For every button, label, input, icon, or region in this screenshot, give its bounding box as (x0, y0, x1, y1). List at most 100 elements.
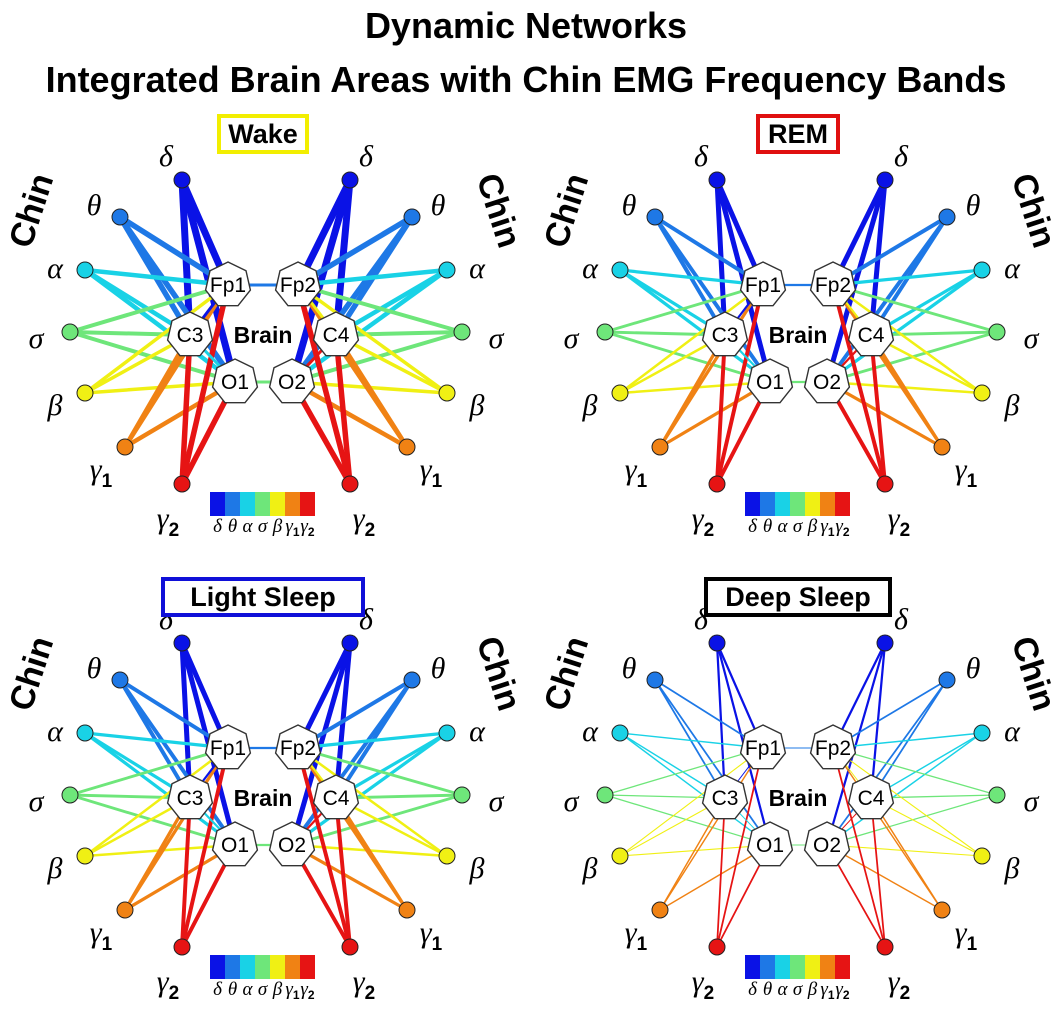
link-right-band-0-o2 (824, 177, 888, 385)
link-right-band-0-o2 (289, 640, 353, 848)
brain-node-fp2 (809, 724, 857, 770)
band-label-right-2: α (1004, 252, 1021, 285)
color-bar-label-1: θ (228, 516, 237, 537)
chin-node-right-band-3 (988, 786, 1006, 804)
band-label-left-0: δ (159, 140, 174, 173)
band-label-left-4: β (47, 389, 63, 422)
figure-title-line-2: Integrated Brain Areas with Chin EMG Fre… (46, 59, 1007, 100)
chin-label-left: Chin (2, 632, 61, 716)
brain-node-label-o2: O2 (813, 371, 841, 394)
link-right-band-3-fp2 (296, 746, 464, 797)
color-bar-label-6: γ2 (300, 516, 315, 539)
link-left-band-6-c3 (716, 797, 726, 948)
color-bar-label-5: γ1 (820, 516, 835, 539)
link-left-band-2-fp1 (83, 731, 230, 750)
color-bar-label-5: γ1 (285, 979, 300, 1002)
link-left-band-3-fp1 (603, 283, 765, 334)
brain-label: Brain (234, 322, 293, 348)
brain-node-label-c4: C4 (858, 324, 885, 347)
color-bar-swatch-3 (790, 955, 805, 979)
band-label-right-0: δ (894, 603, 909, 636)
color-bar-label-6: γ2 (300, 979, 315, 1002)
band-label-left-1: θ (622, 189, 637, 222)
link-right-band-2-fp2 (296, 731, 449, 750)
color-bar-swatch-4 (805, 492, 820, 516)
chin-node-left-band-4 (611, 384, 629, 402)
brain-node-c4 (847, 311, 895, 357)
brain-node-fp1 (739, 261, 787, 307)
chin-node-left-band-2 (611, 724, 629, 742)
link-left-band-5-fp1 (659, 747, 764, 911)
color-bar-swatch-5 (820, 492, 835, 516)
color-bar-swatch-5 (820, 955, 835, 979)
link-right-band-2-fp2 (831, 268, 984, 287)
band-label-right-5: γ1 (420, 916, 443, 955)
band-label-left-2: α (582, 252, 599, 285)
color-bar-swatch-1 (225, 955, 240, 979)
band-label-left-2: α (47, 252, 64, 285)
band-label-right-1: θ (431, 189, 446, 222)
brain-node-label-o1: O1 (756, 371, 784, 394)
color-bar-swatch-6 (835, 955, 850, 979)
chin-node-right-band-2 (973, 724, 991, 742)
band-label-right-4: β (469, 389, 485, 422)
band-label-left-4: β (47, 852, 63, 885)
band-label-left-5: γ1 (90, 453, 113, 492)
color-bar-swatch-3 (790, 492, 805, 516)
chin-node-left-band-1 (646, 208, 664, 226)
chin-node-left-band-6 (173, 475, 191, 493)
chin-node-right-band-6 (876, 938, 894, 956)
link-left-band-2-fp1 (82, 267, 231, 288)
brain-node-label-c3: C3 (177, 324, 204, 347)
brain-node-label-c4: C4 (323, 324, 350, 347)
brain-node-o2 (268, 821, 316, 867)
color-bar-swatch-6 (300, 492, 315, 516)
color-bar-label-2: α (243, 516, 254, 537)
brain-node-c3 (701, 774, 749, 820)
brain-node-label-fp2: Fp2 (280, 737, 316, 760)
color-bar-label-0: δ (213, 516, 223, 537)
chin-node-right-band-6 (341, 938, 359, 956)
chin-node-right-band-1 (938, 208, 956, 226)
chin-node-right-band-6 (341, 475, 359, 493)
band-label-left-1: θ (622, 652, 637, 685)
brain-node-c4 (312, 774, 360, 820)
chin-node-left-band-6 (708, 475, 726, 493)
chin-node-left-band-1 (111, 208, 129, 226)
band-label-left-3: σ (29, 322, 45, 355)
brain-node-fp2 (274, 261, 322, 307)
band-label-left-6: γ2 (157, 502, 179, 541)
band-label-left-3: σ (564, 785, 580, 818)
chin-node-left-band-2 (76, 724, 94, 742)
band-label-right-6: γ2 (353, 502, 375, 541)
chin-node-right-band-4 (973, 384, 991, 402)
chin-node-left-band-5 (651, 438, 669, 456)
state-label: Wake (228, 119, 298, 149)
chin-node-left-band-5 (651, 901, 669, 919)
color-bar-label-1: θ (228, 979, 237, 1000)
chin-node-right-band-4 (973, 847, 991, 865)
state-label: Deep Sleep (725, 582, 871, 612)
band-label-left-5: γ1 (625, 453, 648, 492)
color-bar-swatch-2 (775, 492, 790, 516)
band-label-left-4: β (582, 389, 598, 422)
band-label-right-1: θ (966, 652, 981, 685)
band-label-right-1: θ (431, 652, 446, 685)
chin-node-right-band-5 (398, 901, 416, 919)
chin-node-left-band-4 (611, 847, 629, 865)
state-frame (756, 114, 840, 154)
brain-node-label-o2: O2 (813, 834, 841, 857)
color-bar-label-3: σ (258, 979, 268, 1000)
band-label-right-6: γ2 (353, 965, 375, 1004)
color-bar-swatch-4 (805, 955, 820, 979)
brain-node-fp1 (204, 261, 252, 307)
chin-node-left-band-0 (708, 634, 726, 652)
brain-node-label-fp2: Fp2 (815, 274, 851, 297)
color-bar-label-6: γ2 (835, 516, 850, 539)
